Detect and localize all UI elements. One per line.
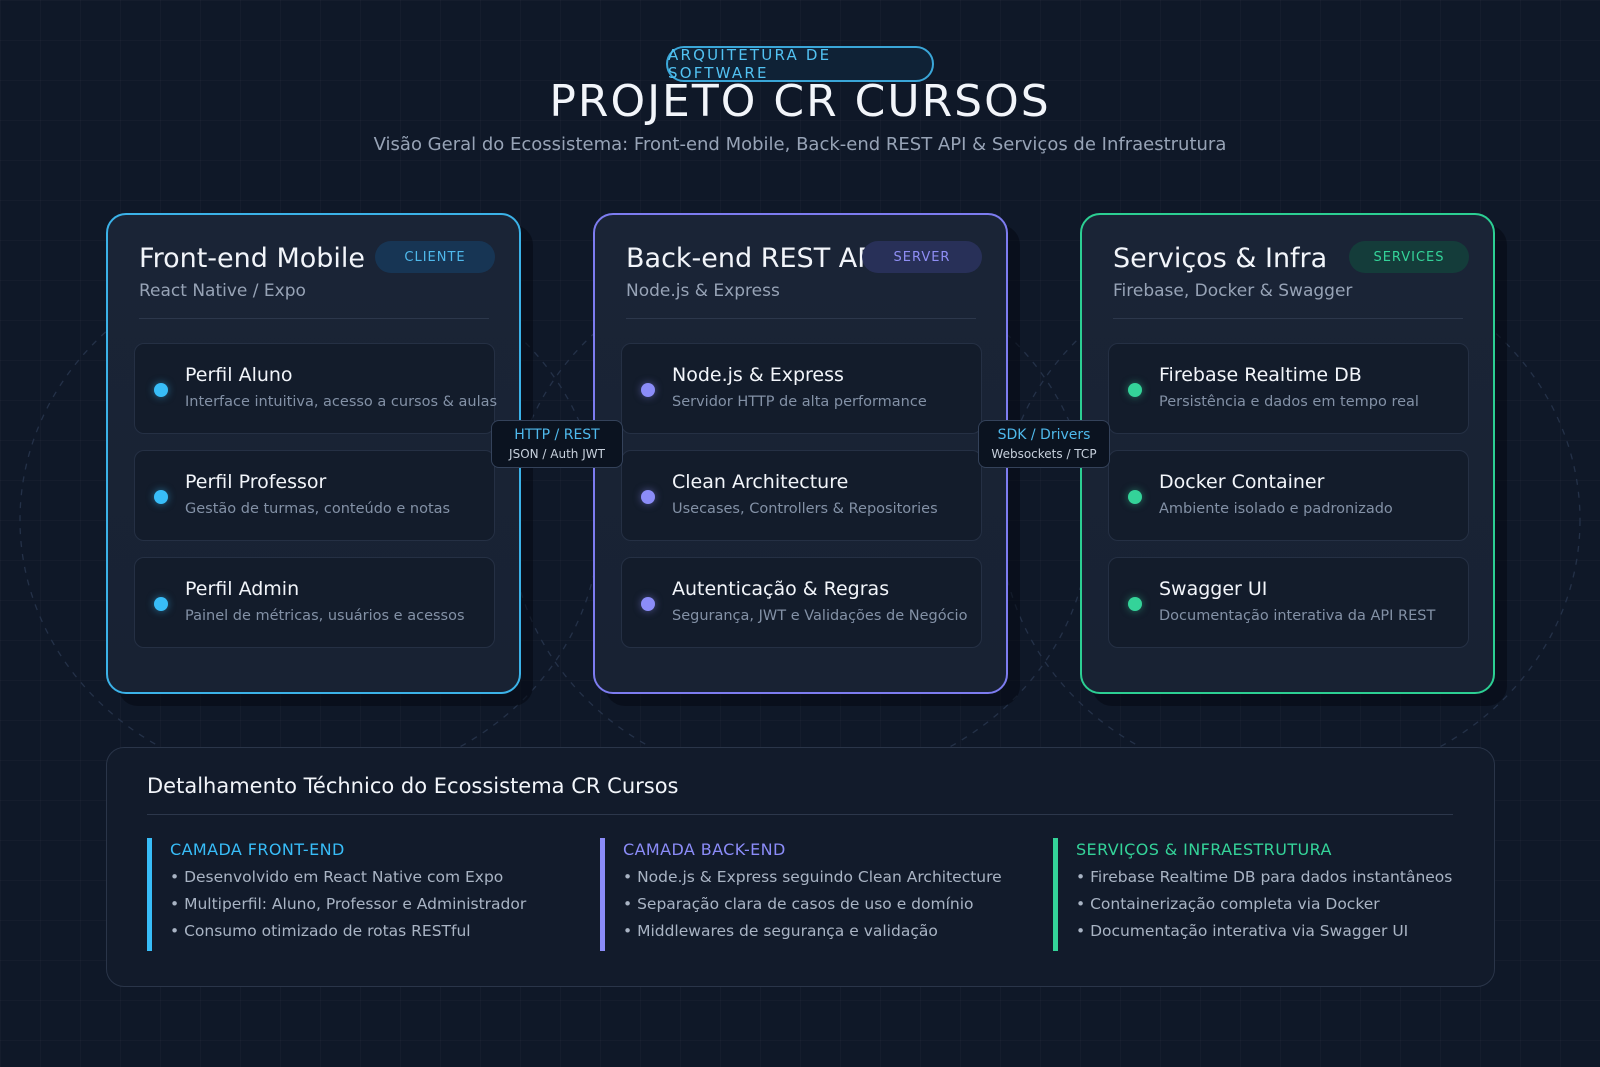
component-description: Usecases, Controllers & Repositories bbox=[672, 501, 938, 517]
details-column-frontend: CAMADA FRONT-END • Desenvolvido em React… bbox=[147, 838, 577, 951]
component-item: Clean Architecture Usecases, Controllers… bbox=[621, 450, 982, 541]
details-divider bbox=[147, 814, 1453, 815]
list-item: • Separação clara de casos de uso e domí… bbox=[623, 895, 974, 913]
bullet-dot-icon bbox=[154, 597, 168, 611]
bullet-dot-icon bbox=[1128, 383, 1142, 397]
list-item: • Multiperfil: Aluno, Professor e Admini… bbox=[170, 895, 527, 913]
page-title: PROJETO CR CURSOS bbox=[549, 76, 1051, 127]
card-badge: CLIENTE bbox=[375, 241, 495, 273]
card-subtitle: Node.js & Express bbox=[626, 281, 780, 301]
bullet-dot-icon bbox=[641, 490, 655, 504]
card-divider bbox=[139, 318, 489, 319]
card-subtitle: Firebase, Docker & Swagger bbox=[1113, 281, 1353, 301]
list-item: • Containerização completa via Docker bbox=[1076, 895, 1380, 913]
component-item: Firebase Realtime DB Persistência e dado… bbox=[1108, 343, 1469, 434]
details-column-backend: CAMADA BACK-END • Node.js & Express segu… bbox=[600, 838, 1030, 951]
card-title: Back-end REST API bbox=[626, 243, 882, 274]
component-title: Autenticação & Regras bbox=[672, 578, 890, 600]
technical-details-panel: Detalhamento Téchnico do Ecossistema CR … bbox=[106, 747, 1495, 987]
component-title: Perfil Admin bbox=[185, 578, 300, 600]
column-heading: CAMADA FRONT-END bbox=[170, 840, 345, 859]
component-item: Swagger UI Documentação interativa da AP… bbox=[1108, 557, 1469, 648]
card-title: Front-end Mobile bbox=[139, 243, 366, 274]
bullet-dot-icon bbox=[641, 597, 655, 611]
list-item: • Firebase Realtime DB para dados instan… bbox=[1076, 868, 1453, 886]
page-subtitle: Visão Geral do Ecossistema: Front-end Mo… bbox=[373, 134, 1227, 155]
backend-card: Back-end REST API Node.js & Express SERV… bbox=[593, 213, 1008, 694]
component-title: Swagger UI bbox=[1159, 578, 1268, 600]
component-title: Clean Architecture bbox=[672, 471, 849, 493]
component-description: Segurança, JWT e Validações de Negócio bbox=[672, 608, 968, 624]
list-item: • Desenvolvido em React Native com Expo bbox=[170, 868, 504, 886]
connector-title: HTTP / REST bbox=[514, 427, 600, 443]
header-badge: ARQUITETURA DE SOFTWARE bbox=[666, 46, 934, 82]
connector-subtitle: JSON / Auth JWT bbox=[509, 447, 605, 461]
bullet-list: • Firebase Realtime DB para dados instan… bbox=[1076, 868, 1483, 949]
list-item: • Consumo otimizado de rotas RESTful bbox=[170, 922, 471, 940]
component-item: Docker Container Ambiente isolado e padr… bbox=[1108, 450, 1469, 541]
card-divider bbox=[1113, 318, 1463, 319]
connector-http-rest: HTTP / REST JSON / Auth JWT bbox=[491, 420, 623, 468]
component-item: Node.js & Express Servidor HTTP de alta … bbox=[621, 343, 982, 434]
component-description: Documentação interativa da API REST bbox=[1159, 608, 1436, 624]
component-description: Interface intuitiva, acesso a cursos & a… bbox=[185, 394, 498, 410]
bullet-dot-icon bbox=[1128, 490, 1142, 504]
card-badge: SERVER bbox=[862, 241, 982, 273]
component-item: Perfil Aluno Interface intuitiva, acesso… bbox=[134, 343, 498, 434]
component-item: Autenticação & Regras Segurança, JWT e V… bbox=[621, 557, 982, 648]
connector-subtitle: Websockets / TCP bbox=[991, 447, 1097, 461]
connector-sdk-drivers: SDK / Drivers Websockets / TCP bbox=[978, 420, 1110, 468]
bullet-list: • Desenvolvido em React Native com Expo … bbox=[170, 868, 577, 949]
bullet-list: • Node.js & Express seguindo Clean Archi… bbox=[623, 868, 1030, 949]
frontend-card: Front-end Mobile React Native / Expo CLI… bbox=[106, 213, 521, 694]
component-title: Perfil Professor bbox=[185, 471, 327, 493]
bullet-dot-icon bbox=[1128, 597, 1142, 611]
component-description: Gestão de turmas, conteúdo e notas bbox=[185, 501, 451, 517]
column-heading: SERVIÇOS & INFRAESTRUTURA bbox=[1076, 840, 1332, 859]
bullet-dot-icon bbox=[154, 490, 168, 504]
card-divider bbox=[626, 318, 976, 319]
connector-title: SDK / Drivers bbox=[997, 427, 1091, 443]
component-item: Perfil Professor Gestão de turmas, conte… bbox=[134, 450, 495, 541]
component-title: Perfil Aluno bbox=[185, 364, 293, 386]
bullet-dot-icon bbox=[154, 383, 168, 397]
component-description: Servidor HTTP de alta performance bbox=[672, 394, 927, 410]
details-column-services: SERVIÇOS & INFRAESTRUTURA • Firebase Rea… bbox=[1053, 838, 1483, 951]
list-item: • Middlewares de segurança e validação bbox=[623, 922, 938, 940]
list-item: • Node.js & Express seguindo Clean Archi… bbox=[623, 868, 1002, 886]
component-description: Persistência e dados em tempo real bbox=[1159, 394, 1419, 410]
services-card: Serviços & Infra Firebase, Docker & Swag… bbox=[1080, 213, 1495, 694]
component-item: Perfil Admin Painel de métricas, usuário… bbox=[134, 557, 495, 648]
bullet-dot-icon bbox=[641, 383, 655, 397]
details-title: Detalhamento Téchnico do Ecossistema CR … bbox=[147, 774, 679, 798]
component-title: Node.js & Express bbox=[672, 364, 844, 386]
component-description: Painel de métricas, usuários e acessos bbox=[185, 608, 465, 624]
card-subtitle: React Native / Expo bbox=[139, 281, 306, 301]
list-item: • Documentação interativa via Swagger UI bbox=[1076, 922, 1409, 940]
card-title: Serviços & Infra bbox=[1113, 243, 1328, 274]
component-description: Ambiente isolado e padronizado bbox=[1159, 501, 1393, 517]
component-title: Firebase Realtime DB bbox=[1159, 364, 1362, 386]
card-badge: SERVICES bbox=[1349, 241, 1469, 273]
component-title: Docker Container bbox=[1159, 471, 1325, 493]
column-heading: CAMADA BACK-END bbox=[623, 840, 786, 859]
